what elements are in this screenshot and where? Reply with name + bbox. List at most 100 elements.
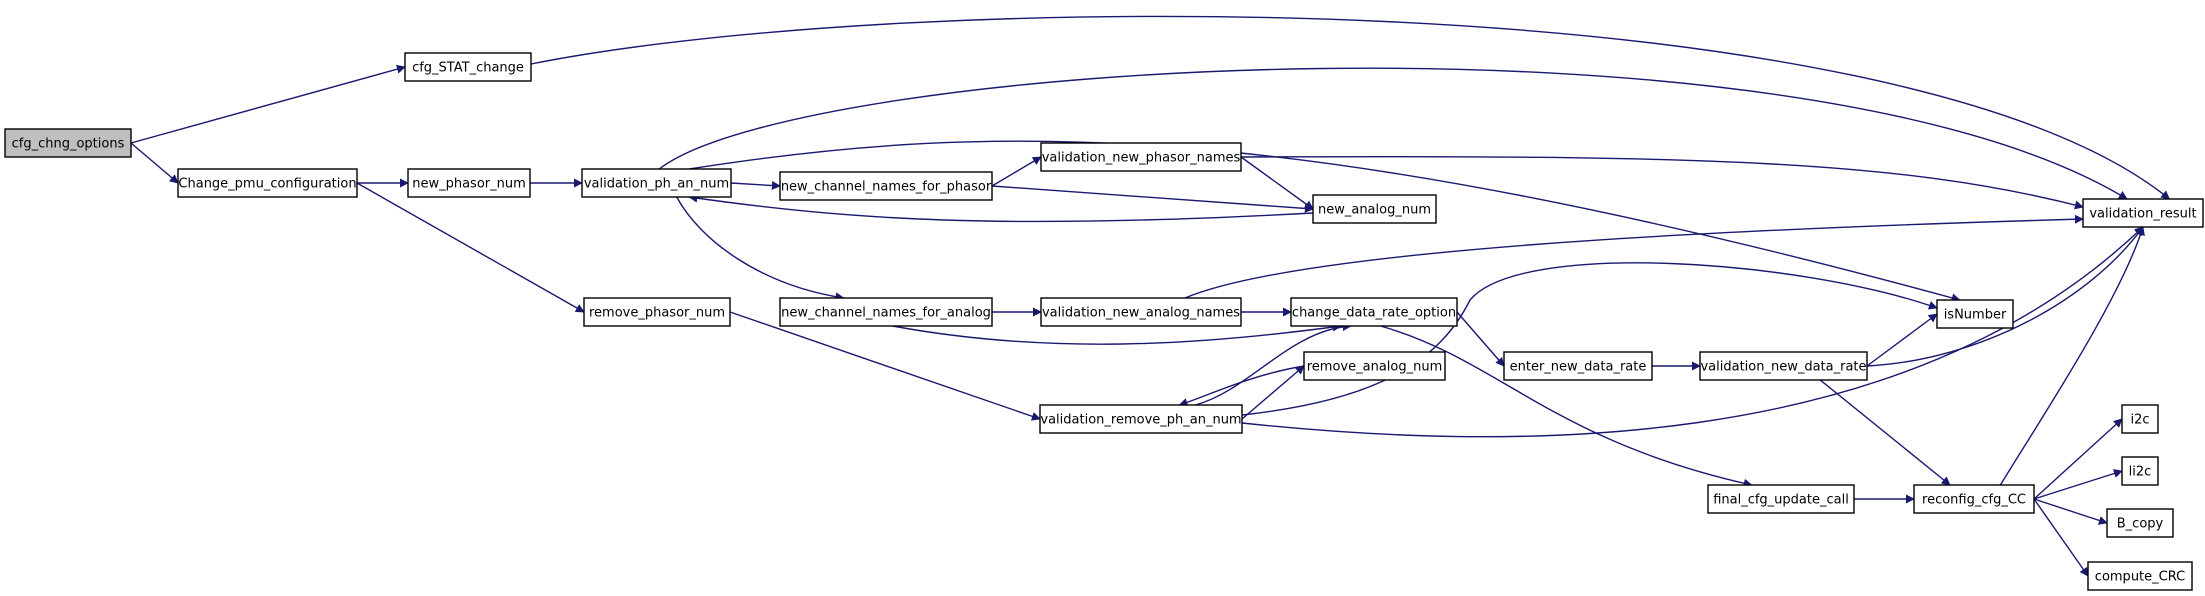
edge-reconfig_cfg_CC-to-validation_result xyxy=(1999,226,2145,486)
edge-cfg_STAT_change-to-validation_result xyxy=(530,15,2171,200)
node-box[interactable] xyxy=(1312,194,1437,224)
node-box[interactable] xyxy=(4,128,132,158)
node-label: reconfig_cfg_CC xyxy=(1922,493,2026,508)
node-i2c[interactable]: i2c xyxy=(2121,404,2159,434)
node-new_analog_num[interactable]: new_analog_num xyxy=(1312,194,1437,224)
node-label: i2c xyxy=(2130,413,2149,428)
node-box[interactable] xyxy=(1040,142,1242,172)
node-B_copy[interactable]: B_copy xyxy=(2106,508,2174,538)
node-label: change_data_rate_option xyxy=(1292,306,1456,321)
node-validation_new_data_rate[interactable]: validation_new_data_rate xyxy=(1699,351,1868,381)
node-enter_new_data_rate[interactable]: enter_new_data_rate xyxy=(1503,351,1653,381)
node-label: remove_phasor_num xyxy=(589,306,725,321)
node-label: validation_ph_an_num xyxy=(584,177,729,192)
node-new_phasor_num[interactable]: new_phasor_num xyxy=(407,168,531,198)
nodes-layer: cfg_chng_options cfg_STAT_changeChange_pm… xyxy=(4,52,2204,591)
edge-new_channel_names_for_analog-to-change_data_rate_option xyxy=(892,322,1342,345)
node-box[interactable] xyxy=(1040,297,1242,327)
node-box[interactable] xyxy=(2087,561,2193,591)
node-box[interactable] xyxy=(2082,198,2204,228)
edge-validation_remove_ph_an_num-to-isNumber xyxy=(1241,262,1938,416)
node-box[interactable] xyxy=(1303,351,1446,381)
node-validation_new_analog_names[interactable]: validation_new_analog_names xyxy=(1040,297,1242,327)
node-box[interactable] xyxy=(1699,351,1868,381)
node-box[interactable] xyxy=(1290,297,1458,327)
node-validation_result[interactable]: validation_result xyxy=(2082,198,2204,228)
node-validation_new_phasor_names[interactable]: validation_new_phasor_names xyxy=(1040,142,1242,172)
node-reconfig_cfg_CC[interactable]: reconfig_cfg_CC xyxy=(1913,484,2035,514)
edge-new_channel_names_for_phasor-to-validation_new_phasor_names xyxy=(991,156,1042,187)
edge-new_channel_names_for_phasor-to-new_analog_num xyxy=(991,185,1314,213)
node-label: isNumber xyxy=(1944,308,2007,323)
node-box[interactable] xyxy=(177,168,358,198)
edge-cfg_chng_options-to-cfg_STAT_change xyxy=(130,64,406,144)
node-box[interactable] xyxy=(2121,456,2159,486)
node-box[interactable] xyxy=(1936,299,2014,329)
edge-change_data_rate_option-to-enter_new_data_rate xyxy=(1456,311,1505,367)
edge-cfg_chng_options-to-Change_pmu_configuration xyxy=(130,142,179,184)
edge-validation_new_phasor_names-to-validation_result xyxy=(1240,155,2084,210)
edges-layer xyxy=(130,15,2171,577)
edge-validation_new_phasor_names-to-new_analog_num xyxy=(1240,156,1314,210)
edge-reconfig_cfg_CC-to-li2c xyxy=(2033,469,2123,500)
node-compute_CRC[interactable]: compute_CRC xyxy=(2087,561,2193,591)
node-new_channel_names_for_phasor[interactable]: new_channel_names_for_phasor xyxy=(779,171,993,201)
node-label: compute_CRC xyxy=(2095,570,2185,585)
node-Change_pmu_configuration[interactable]: Change_pmu_configuration xyxy=(177,168,358,198)
node-box[interactable] xyxy=(581,168,732,198)
node-box[interactable] xyxy=(1913,484,2035,514)
node-box[interactable] xyxy=(779,297,993,327)
node-label: final_cfg_update_call xyxy=(1713,493,1849,508)
edge-validation_remove_ph_an_num-to-change_data_rate_option xyxy=(1195,322,1352,406)
edge-validation_new_data_rate-to-reconfig_cfg_CC xyxy=(1819,379,1951,486)
node-validation_remove_ph_an_num[interactable]: validation_remove_ph_an_num xyxy=(1039,404,1243,434)
node-li2c[interactable]: li2c xyxy=(2121,456,2159,486)
node-cfg_chng_options[interactable]: cfg_chng_options xyxy=(4,128,132,158)
edge-validation_ph_an_num-to-new_channel_names_for_phasor xyxy=(730,181,781,190)
node-label: validation_new_data_rate xyxy=(1700,360,1866,375)
node-cfg_STAT_change[interactable]: cfg_STAT_change xyxy=(404,52,532,82)
node-final_cfg_update_call[interactable]: final_cfg_update_call xyxy=(1707,484,1855,514)
node-box[interactable] xyxy=(404,52,532,82)
node-box[interactable] xyxy=(2106,508,2174,538)
node-label: remove_analog_num xyxy=(1307,360,1443,375)
edge-validation_remove_ph_an_num-to-remove_analog_num xyxy=(1241,365,1305,420)
node-label: cfg_chng_options xyxy=(12,137,125,152)
node-label: validation_new_analog_names xyxy=(1042,306,1240,321)
node-label: validation_result xyxy=(2089,207,2196,222)
edge-reconfig_cfg_CC-to-i2c xyxy=(2033,418,2123,500)
node-label: Change_pmu_configuration xyxy=(178,177,356,192)
node-label: new_phasor_num xyxy=(412,177,526,192)
node-box[interactable] xyxy=(583,297,731,327)
node-label: new_analog_num xyxy=(1318,203,1431,218)
node-label: validation_new_phasor_names xyxy=(1042,151,1241,166)
edge-remove_analog_num-to-validation_remove_ph_an_num xyxy=(1178,365,1305,407)
node-validation_ph_an_num[interactable]: validation_ph_an_num xyxy=(581,168,732,198)
node-label: new_channel_names_for_analog xyxy=(781,306,991,321)
node-remove_analog_num[interactable]: remove_analog_num xyxy=(1303,351,1446,381)
edge-validation_new_data_rate-to-isNumber xyxy=(1866,313,1938,367)
node-label: enter_new_data_rate xyxy=(1510,360,1647,375)
node-change_data_rate_option[interactable]: change_data_rate_option xyxy=(1290,297,1458,327)
node-remove_phasor_num[interactable]: remove_phasor_num xyxy=(583,297,731,327)
edge-validation_new_data_rate-to-validation_result xyxy=(1866,226,2144,367)
node-label: cfg_STAT_change xyxy=(412,61,524,76)
node-label: B_copy xyxy=(2117,517,2164,532)
node-new_channel_names_for_analog[interactable]: new_channel_names_for_analog xyxy=(779,297,993,327)
node-box[interactable] xyxy=(407,168,531,198)
node-isNumber[interactable]: isNumber xyxy=(1936,299,2014,329)
node-label: validation_remove_ph_an_num xyxy=(1040,413,1241,428)
edge-reconfig_cfg_CC-to-B_copy xyxy=(2033,498,2108,525)
edge-new_analog_num-to-validation_ph_an_num xyxy=(688,193,1314,223)
node-label: new_channel_names_for_phasor xyxy=(781,180,992,195)
node-box[interactable] xyxy=(2121,404,2159,434)
edge-Change_pmu_configuration-to-remove_phasor_num xyxy=(356,182,585,313)
edge-validation_ph_an_num-to-validation_result xyxy=(658,67,2128,200)
node-box[interactable] xyxy=(1707,484,1855,514)
edge-reconfig_cfg_CC-to-compute_CRC xyxy=(2033,498,2089,577)
node-box[interactable] xyxy=(779,171,993,201)
edge-remove_phasor_num-to-validation_remove_ph_an_num xyxy=(729,311,1041,421)
node-box[interactable] xyxy=(1039,404,1243,434)
node-box[interactable] xyxy=(1503,351,1653,381)
